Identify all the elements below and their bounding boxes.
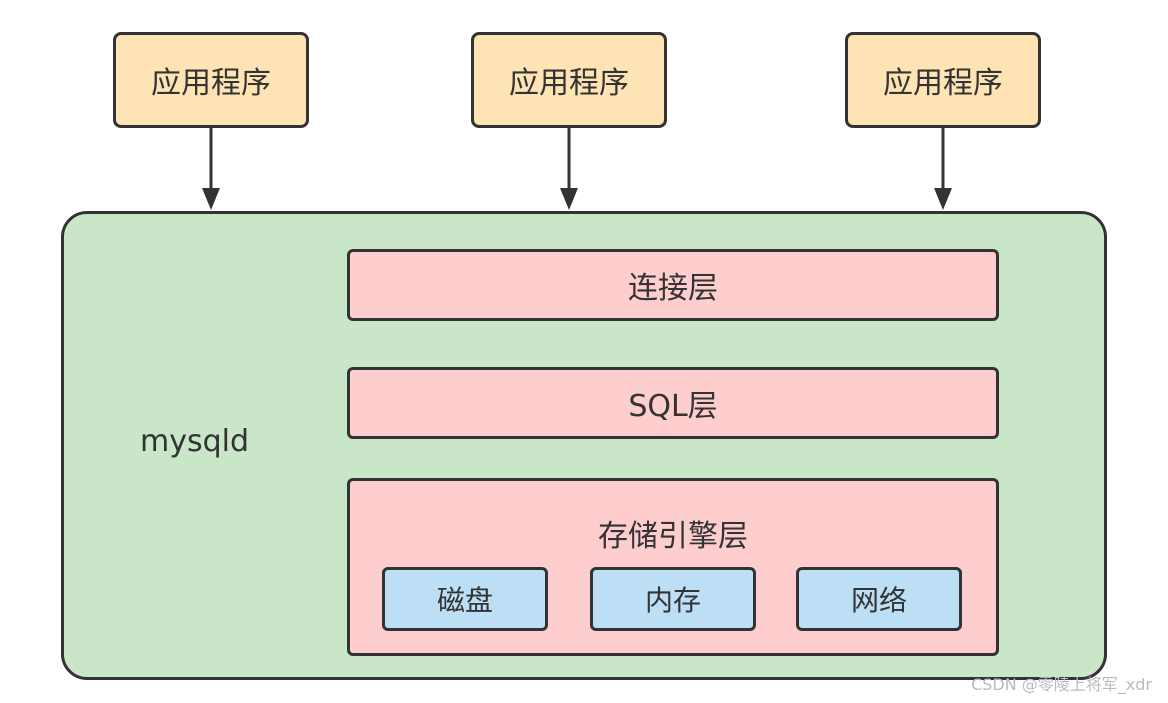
arrowhead-app-3	[934, 188, 952, 210]
watermark: CSDN @零陵上将军_xdr	[971, 675, 1152, 694]
storage-engine-layer: 存储引擎层 磁盘 内存 网络	[347, 478, 999, 656]
storage-engine-title: 存储引擎层	[598, 519, 748, 554]
component-network: 网络	[796, 567, 962, 631]
application-box-1: 应用程序	[113, 32, 309, 128]
component-memory: 内存	[590, 567, 756, 631]
mysqld-container: mysqld 连接层 SQL层 存储引擎层 磁盘 内存 网络	[61, 211, 1107, 680]
component-disk: 磁盘	[382, 567, 548, 631]
mysqld-label: mysqld	[140, 424, 250, 459]
application-box-3: 应用程序	[845, 32, 1041, 128]
sql-layer: SQL层	[347, 367, 999, 439]
arrowhead-app-2	[560, 188, 578, 210]
arrowhead-app-1	[202, 188, 220, 210]
connection-layer: 连接层	[347, 249, 999, 321]
application-box-2: 应用程序	[471, 32, 667, 128]
